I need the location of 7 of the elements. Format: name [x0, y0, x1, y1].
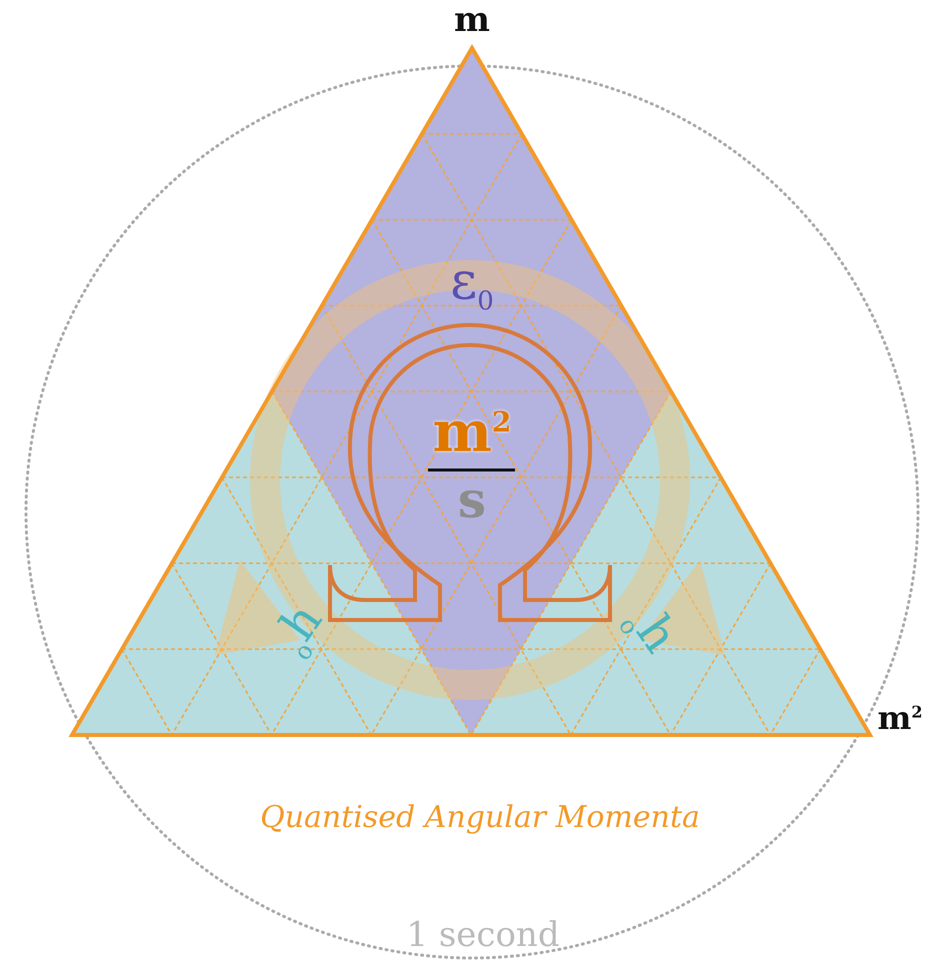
axis-label: m$^{2}$ — [878, 702, 922, 734]
symbol-label: ε$_{0}$ — [450, 255, 494, 315]
fraction-denominator: s — [458, 475, 486, 525]
axis-label: m — [454, 3, 490, 37]
caption-text: Quantised Angular Momenta — [260, 803, 700, 833]
fraction-numerator: m$^{2}$ — [432, 404, 512, 460]
scale-label: 1 second — [406, 918, 560, 952]
